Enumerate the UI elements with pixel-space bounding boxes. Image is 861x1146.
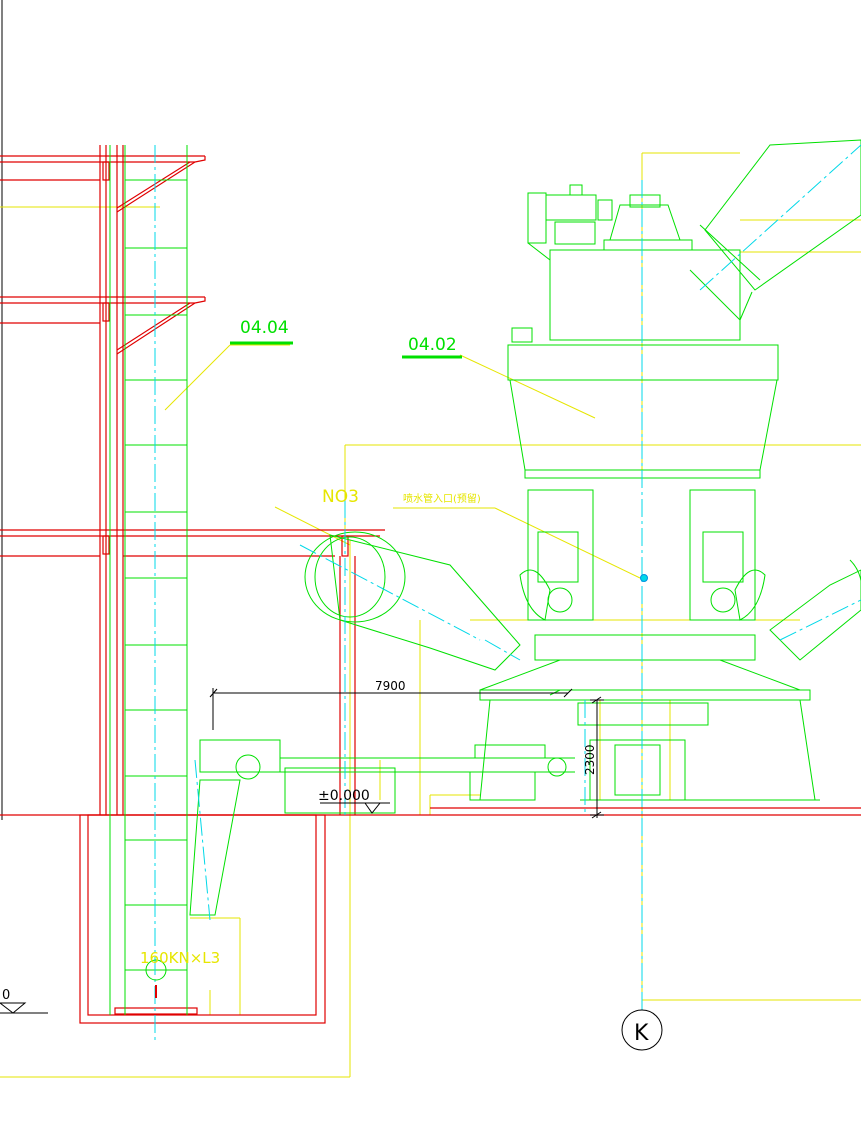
dimensions (0, 688, 604, 1014)
dim-horizontal: 7900 (375, 679, 406, 693)
steel-frame (0, 145, 861, 1024)
water-note: 喷水管入口(预留) (403, 492, 481, 505)
grid-bubble (621, 1009, 663, 1051)
load-note: 160KN×L3 (140, 949, 220, 967)
left-level-label: 0 (2, 988, 10, 1003)
mill-body (189, 139, 861, 916)
center-lines (154, 144, 861, 1040)
yellow-lines (0, 152, 861, 1078)
no-tag: NO3 (322, 487, 359, 507)
elevator (109, 145, 188, 1015)
elevator-tag: 04.04 (240, 318, 289, 338)
elevation-label: ±0.000 (318, 788, 370, 804)
grid-axis-label: K (634, 1021, 649, 1046)
water-inlet-point (640, 574, 648, 582)
mill-tag: 04.02 (408, 335, 457, 355)
dim-vertical: 2300 (583, 744, 597, 775)
load-point (145, 959, 167, 981)
